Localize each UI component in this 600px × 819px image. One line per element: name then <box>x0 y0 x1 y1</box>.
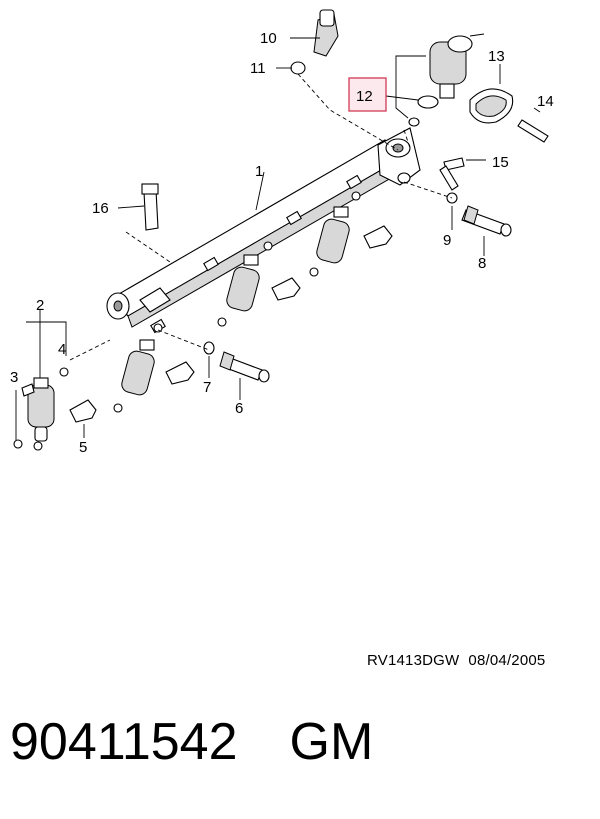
callout-labels: 1 2 3 4 5 6 7 8 9 10 11 12 13 14 15 16 <box>10 30 554 456</box>
callout-10: 10 <box>260 30 277 47</box>
callout-8: 8 <box>478 255 486 272</box>
callout-3: 3 <box>10 369 18 386</box>
fuel-rail <box>106 127 421 334</box>
callout-13: 13 <box>488 48 505 65</box>
injector-clip <box>69 225 393 423</box>
callout-12: 12 <box>356 88 373 105</box>
fuel-injector <box>13 191 361 451</box>
callout-6: 6 <box>235 400 243 417</box>
callout-4: 4 <box>58 341 66 358</box>
callout-16: 16 <box>92 200 109 217</box>
highlight-box <box>348 77 387 112</box>
callout-11: 11 <box>250 60 266 77</box>
part-number: 90411542 <box>10 713 238 771</box>
pressure-regulator <box>141 33 549 231</box>
drawing-reference: RV1413DGW 08/04/2005 <box>367 652 554 669</box>
callout-1: 1 <box>255 163 263 180</box>
pressure-fitting <box>203 341 270 383</box>
part-footer: 90411542 GM <box>10 712 373 772</box>
fuel-rail-exploded-diagram: 1 2 3 4 5 6 7 8 9 10 11 12 13 14 15 16 <box>10 9 554 456</box>
brand-name: GM <box>289 713 374 771</box>
fuel-temp-sensor <box>446 192 512 237</box>
callout-5: 5 <box>79 439 87 456</box>
callout-14: 14 <box>537 93 554 110</box>
drawing-code: RV1413DGW <box>367 652 460 669</box>
leader-lines <box>15 37 541 440</box>
callout-15: 15 <box>492 154 509 171</box>
dashed-guides <box>69 73 453 361</box>
drawing-date: 08/04/2005 <box>468 652 546 669</box>
callout-9: 9 <box>443 232 451 249</box>
banjo-fitting <box>290 9 339 75</box>
callout-2: 2 <box>36 297 44 314</box>
callout-7: 7 <box>203 379 211 396</box>
